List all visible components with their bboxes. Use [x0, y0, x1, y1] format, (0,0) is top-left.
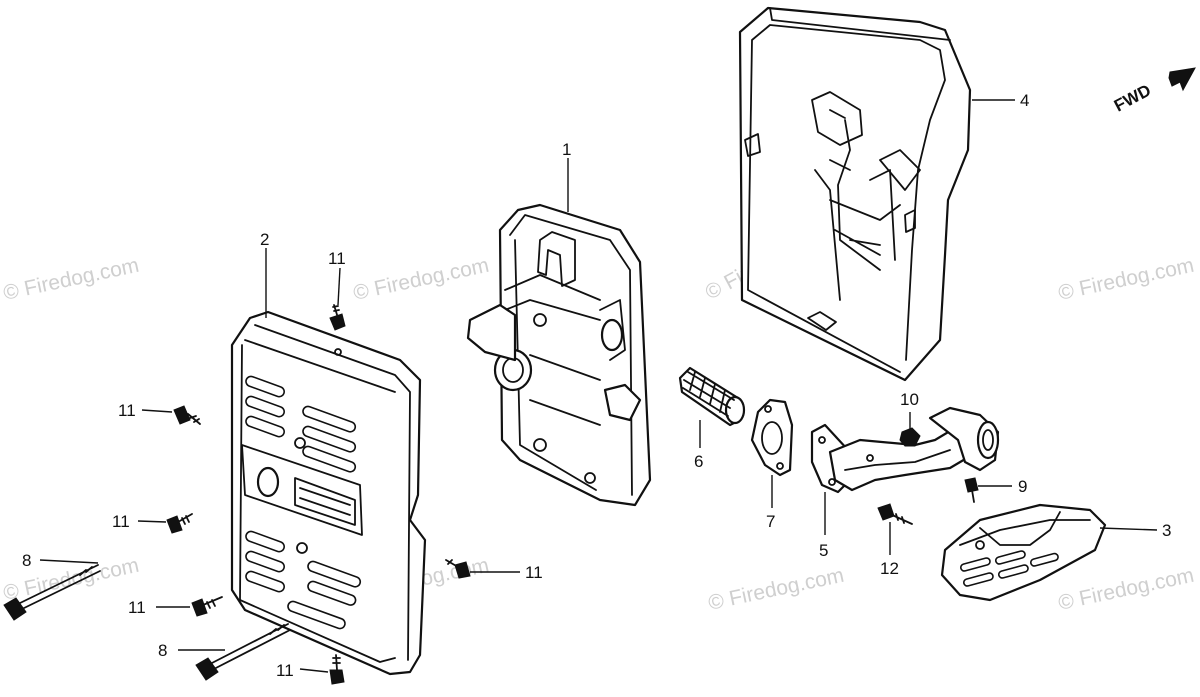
callout-11-left-middle: 11: [112, 512, 130, 531]
callout-8-upper: 8: [22, 551, 31, 570]
callout-6: 6: [694, 452, 703, 471]
callout-11-left-lower: 11: [128, 598, 146, 617]
callout-1: 1: [562, 140, 571, 159]
callout-7: 7: [766, 512, 775, 531]
part-muffler: [466, 203, 652, 507]
part-spark-arrester: [678, 366, 746, 427]
leader-lines: [39, 99, 1158, 673]
callout-12: 12: [880, 559, 899, 578]
part-gasket: [750, 398, 794, 477]
watermark: © Firedog.com: [706, 564, 846, 615]
fwd-arrow-icon: [1168, 67, 1196, 92]
callout-5: 5: [819, 541, 828, 560]
fasteners: [3, 304, 979, 685]
watermark: © Firedog.com: [1056, 564, 1196, 615]
callout-10: 10: [900, 390, 919, 409]
callouts: 1 2 3 4 5 6 7 8 8 9 10 11 11 11 11 11 11…: [22, 91, 1171, 680]
callout-9: 9: [1018, 477, 1027, 496]
part-exhaust-guard: [940, 503, 1107, 602]
cover-slots: [245, 375, 362, 630]
callout-11-left-upper: 11: [118, 401, 136, 420]
callout-2: 2: [260, 230, 269, 249]
watermark: © Firedog.com: [1056, 254, 1196, 305]
callout-3: 3: [1162, 521, 1171, 540]
callout-8-lower: 8: [158, 641, 167, 660]
watermark: © Firedog.com: [351, 254, 491, 305]
forward-direction-arrow: FWD: [1111, 67, 1196, 116]
part-exhaust-pipe: [810, 406, 1000, 494]
fwd-label: FWD: [1111, 81, 1154, 116]
part-muffler-protector: [738, 6, 972, 382]
callout-11-bottom: 11: [276, 661, 294, 680]
watermark: © Firedog.com: [1, 254, 141, 305]
part-muffler-cover: [230, 310, 427, 676]
callout-4: 4: [1020, 91, 1029, 110]
callout-11-top: 11: [328, 249, 346, 268]
callout-11-right: 11: [525, 563, 543, 582]
